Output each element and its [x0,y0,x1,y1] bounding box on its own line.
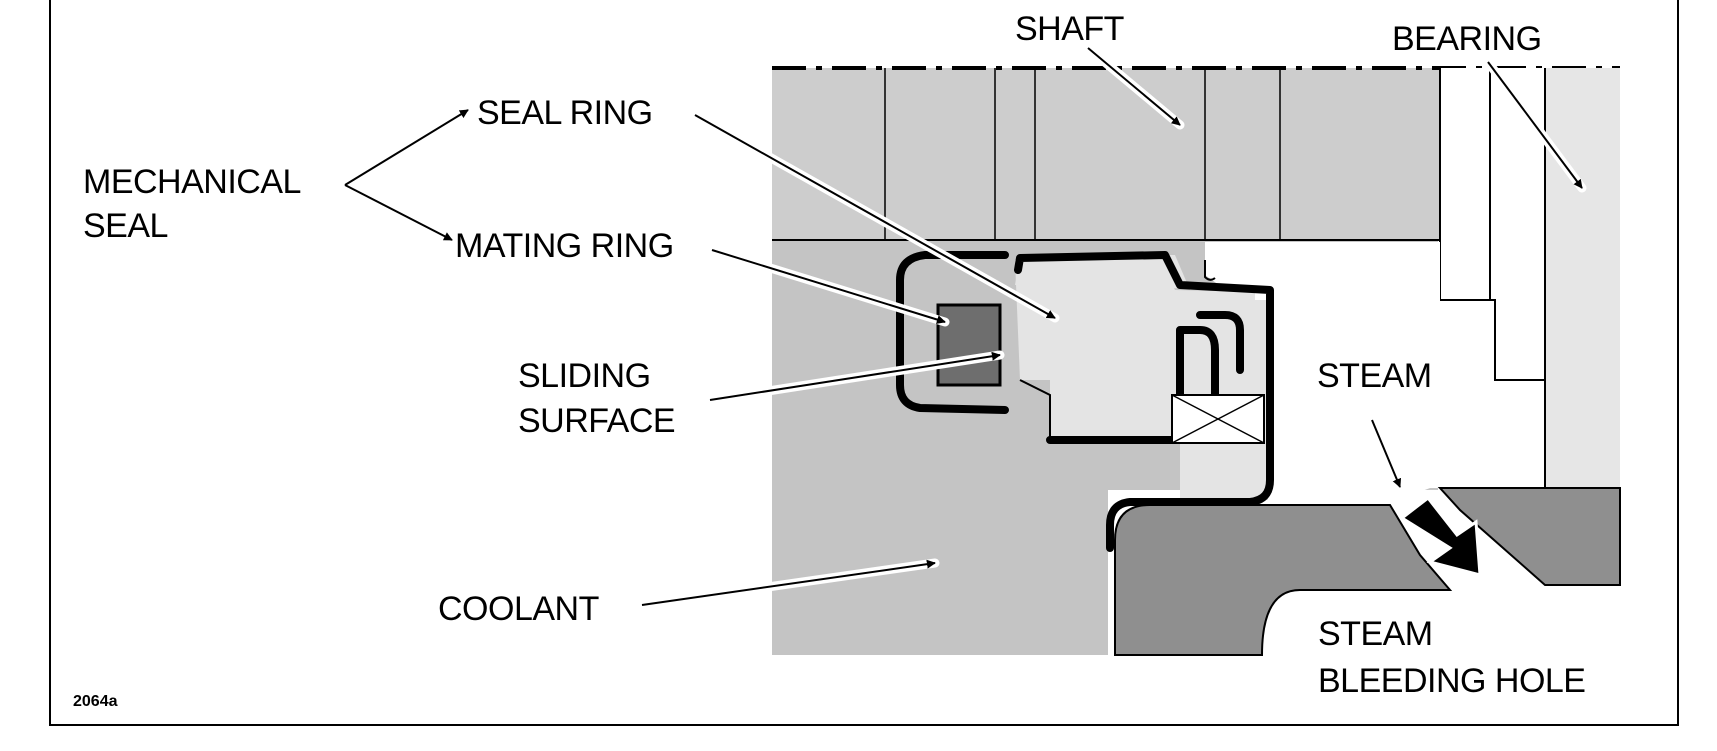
leader-lines [344,43,1587,610]
bearing-stepped-race [1440,68,1545,488]
steam-bleeding-hole-right-block [1437,487,1621,586]
label-mechanical-seal-line2: SEAL [83,207,168,245]
shaft [772,68,1440,240]
mating-ring [936,303,1002,387]
steam-flow-arrow [1399,495,1482,577]
figure-code: 2064a [73,693,118,710]
label-sliding-surface-line2: SURFACE [518,402,675,440]
label-steam-bleeding-hole-line1: STEAM [1318,615,1433,653]
label-coolant: COOLANT [438,590,599,628]
label-mating-ring: MATING RING [455,227,674,265]
label-seal-ring: SEAL RING [477,94,653,132]
seal-boot [896,251,1009,414]
label-steam: STEAM [1317,357,1432,395]
label-mechanical-seal-line1: MECHANICAL [83,163,301,201]
label-bearing: BEARING [1392,20,1542,58]
figure-frame [49,0,1679,726]
seal-ring-outline [1014,251,1274,552]
label-shaft: SHAFT [1015,10,1124,48]
label-sliding-surface-line1: SLIDING [518,357,651,395]
label-steam-bleeding-hole-line2: BLEEDING HOLE [1318,662,1585,700]
lower-casing [1114,504,1453,656]
